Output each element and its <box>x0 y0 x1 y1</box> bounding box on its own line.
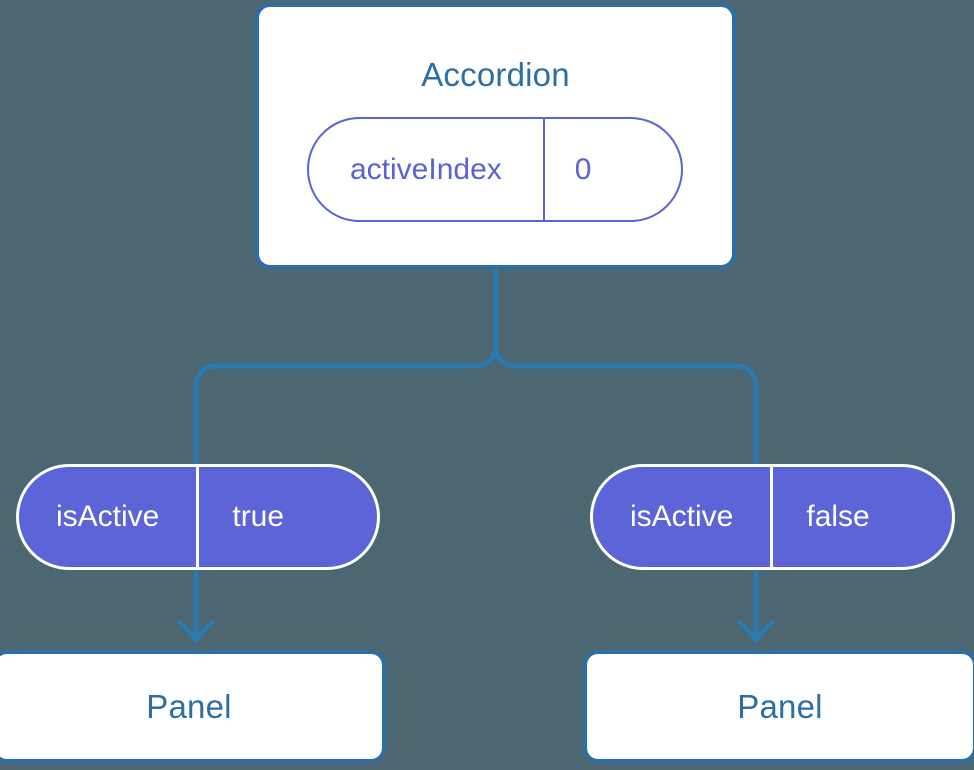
arrow-left-head-icon <box>177 619 215 643</box>
arrow-right-head-icon <box>737 619 775 643</box>
state-pill-value: 0 <box>542 119 622 220</box>
prop-pill-key: isActive <box>56 500 160 533</box>
panel-component-card-right[interactable]: Panel <box>583 650 974 763</box>
state-pill-active-index[interactable]: activeIndex 0 <box>307 117 683 222</box>
prop-pill-value: false <box>770 467 902 567</box>
panel-title: Panel <box>737 687 823 725</box>
state-pill-key: activeIndex <box>350 152 502 186</box>
connector-right-branch <box>493 265 759 473</box>
panel-component-card-left[interactable]: Panel <box>0 650 386 763</box>
prop-pill-key: isActive <box>630 500 734 533</box>
accordion-title: Accordion <box>421 56 570 93</box>
prop-pill-value: true <box>196 467 317 567</box>
prop-pill-is-active-false[interactable]: isActive false <box>590 464 955 570</box>
prop-pill-is-active-true[interactable]: isActive true <box>16 464 380 570</box>
connector-left-branch <box>193 265 498 473</box>
panel-title: Panel <box>146 687 232 725</box>
